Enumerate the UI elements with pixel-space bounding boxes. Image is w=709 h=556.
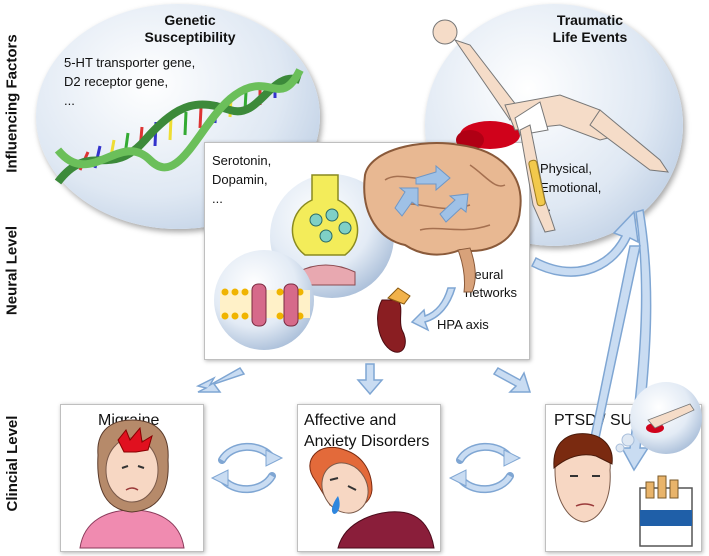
neural-text-line2: Dopamin, [212,172,268,187]
dna-helix-icon [54,68,304,185]
trauma-title-line1: Traumatic [556,12,624,28]
cycle-arrows-migraine-affective-inner [219,444,275,492]
neural-networks-label-line2: networks [465,285,518,300]
trauma-text-line1: Physical, [540,161,593,176]
membrane-receptor-icon [220,283,310,327]
thought-injured-figure-icon [646,403,695,433]
affective-label-line1: Affective and [304,412,397,429]
trauma-title-line2: Life Events [552,29,628,45]
arrow-to-ptsd [492,367,532,393]
arrow-to-migraine [195,367,246,393]
genetic-text-line1: 5-HT transporter gene, [64,55,196,70]
hpa-axis-label: HPA axis [437,317,489,332]
genetic-title-line2: Susceptibility [144,29,236,45]
injured-person-illustration [432,19,670,233]
migraine-woman-illustration [79,419,185,549]
genetic-text-line3: ... [64,93,75,108]
ptsd-person-illustration [553,433,635,523]
arrow-to-affective [356,363,384,396]
neural-text-line3: ... [212,191,223,206]
genetic-title: Genetic Susceptibility [135,12,245,46]
trauma-text-line2: Emotional, [540,180,602,195]
affective-woman-illustration [309,446,435,549]
arrow-brain-to-hpa [410,287,457,332]
trauma-title: Traumatic Life Events [540,12,640,46]
adrenal-kidney-icon [377,287,411,353]
synapse-icon [291,174,359,286]
brain-icon [363,142,522,293]
genetic-text-line2: D2 receptor gene, [64,74,169,89]
arrow-panel-to-trauma [531,210,639,277]
affective-label-line2: Anxiety Disorders [304,433,430,450]
neural-text-line1: Serotonin, [212,153,272,168]
cigarette-pack-icon [639,475,693,547]
genetic-title-line1: Genetic [164,12,216,28]
